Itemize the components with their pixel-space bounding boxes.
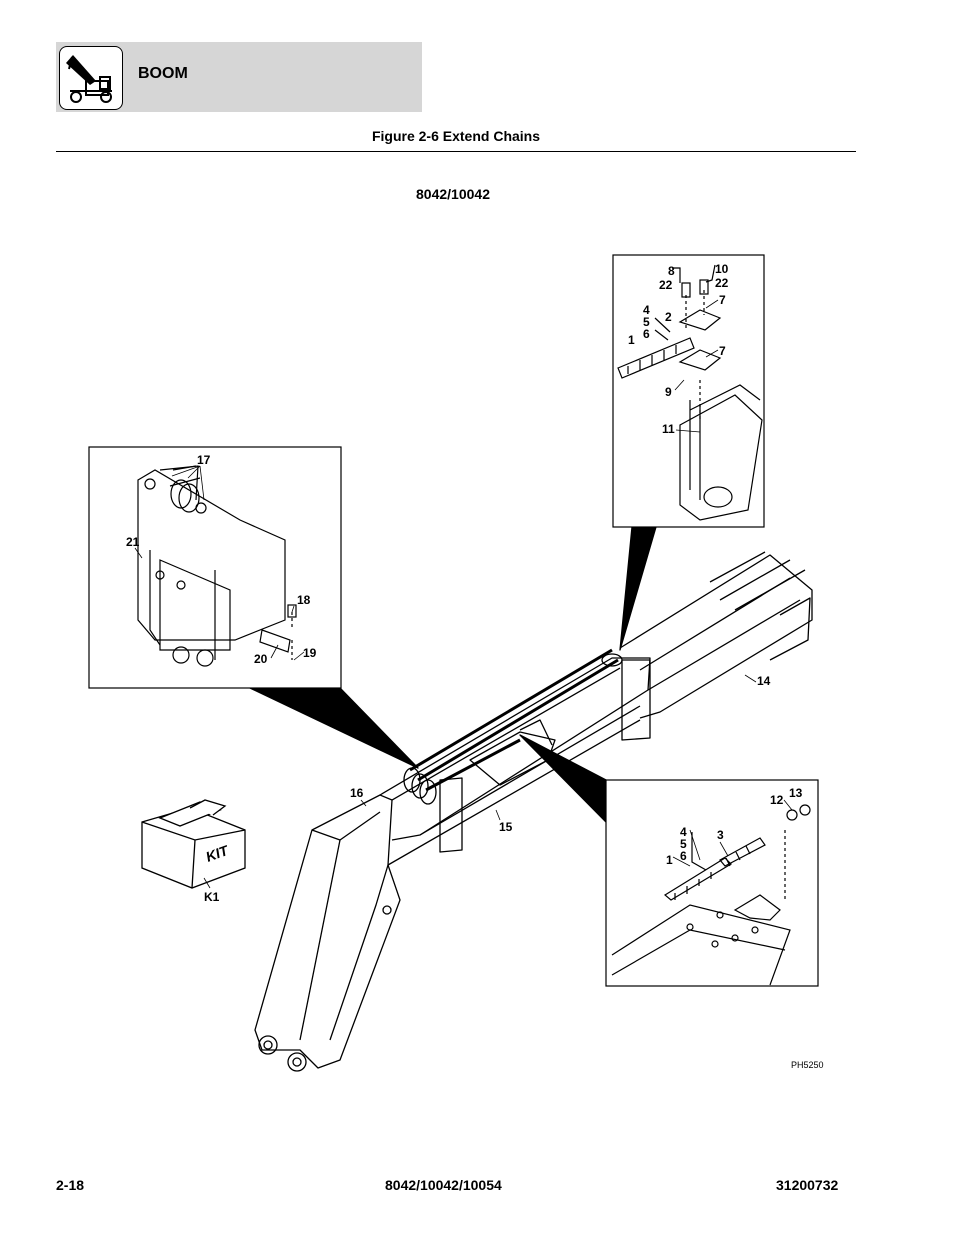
callout-14: 14 — [757, 674, 771, 688]
telehandler-icon — [59, 46, 123, 110]
mid-boom — [379, 657, 651, 841]
callout-12: 12 — [770, 793, 784, 807]
callout-3: 3 — [717, 828, 724, 842]
callout-18: 18 — [297, 593, 311, 607]
callout-7a: 7 — [719, 293, 726, 307]
header-rule — [56, 151, 856, 152]
figure-title: Figure 2-6 Extend Chains — [371, 128, 541, 144]
callout-5a: 5 — [643, 315, 650, 329]
kit-box — [141, 799, 246, 889]
callout-8: 8 — [668, 264, 675, 278]
figure-models: 8042/10042 — [416, 186, 490, 202]
callout-13: 13 — [789, 786, 803, 800]
footer-models: 8042/10042/10054 — [385, 1177, 502, 1193]
callout-5b: 5 — [680, 837, 687, 851]
callout-20: 20 — [254, 652, 268, 666]
callout-15: 15 — [499, 820, 513, 834]
callout-11: 11 — [662, 422, 675, 436]
callout-6a: 6 — [643, 327, 650, 341]
kit-label: KIT — [204, 842, 232, 865]
callout-6b: 6 — [680, 849, 687, 863]
callout-17: 17 — [197, 453, 211, 467]
callout-16: 16 — [350, 786, 364, 800]
callout-4a: 4 — [643, 303, 650, 317]
footer-doc-number: 31200732 — [776, 1177, 839, 1193]
callout-K1: K1 — [204, 890, 220, 904]
callout-22a: 22 — [659, 278, 673, 292]
callout-1b: 1 — [666, 853, 673, 867]
callout-2: 2 — [665, 310, 672, 324]
callout-9: 9 — [665, 385, 672, 399]
callout-1a: 1 — [628, 333, 635, 347]
callout-21: 21 — [126, 535, 140, 549]
callout-19: 19 — [303, 646, 317, 660]
drawing-id: PH5250 — [791, 1060, 824, 1070]
callout-7b: 7 — [719, 344, 726, 358]
callout-10: 10 — [715, 262, 729, 276]
fly-boom — [619, 554, 813, 719]
callout-22b: 22 — [715, 276, 729, 290]
callout-4b: 4 — [680, 825, 687, 839]
section-title: BOOM — [138, 65, 188, 82]
footer-page-number: 2-18 — [56, 1177, 85, 1193]
